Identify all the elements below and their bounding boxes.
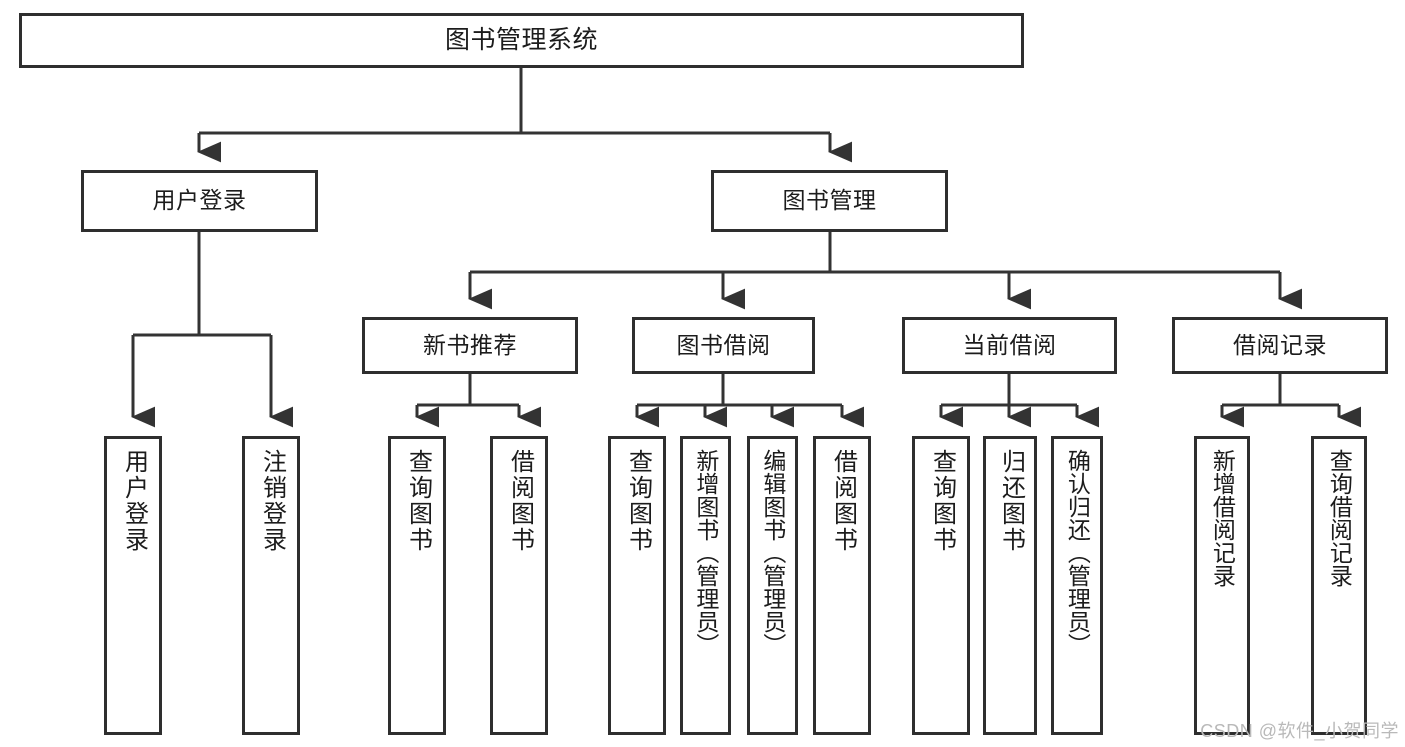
connector-root-to-level2: [197, 68, 853, 163]
node-root-book-management-system[interactable]: 图书管理系统: [19, 13, 1024, 68]
node-leaf-user-login[interactable]: 用户登录: [104, 436, 162, 735]
node-current-borrow[interactable]: 当前借阅: [902, 317, 1117, 374]
node-leaf-edit-book-admin[interactable]: 编辑图书（管理员）: [747, 436, 798, 735]
node-borrow-record-label: 借阅记录: [1233, 331, 1327, 358]
node-leaf-query-borrow-record-label: 查询借阅记录: [1326, 449, 1353, 587]
node-leaf-add-book-admin[interactable]: 新增图书（管理员）: [680, 436, 731, 735]
node-new-book-recommend-label: 新书推荐: [423, 331, 517, 358]
connector-borrowrecord-to-leaves: [1220, 374, 1362, 428]
node-leaf-query-book-borrow-label: 查询图书: [624, 449, 652, 553]
node-book-management-label: 图书管理: [782, 187, 877, 214]
node-root-label: 图书管理系统: [444, 25, 598, 54]
watermark-text: CSDN @软件_小贺同学: [1200, 721, 1399, 741]
node-leaf-return-book-label: 归还图书: [997, 449, 1025, 553]
node-leaf-borrow-book-recommend[interactable]: 借阅图书: [490, 436, 548, 735]
node-leaf-borrow-book-label: 借阅图书: [829, 449, 857, 553]
node-leaf-query-book-recommend-label: 查询图书: [404, 449, 432, 553]
node-leaf-add-borrow-record[interactable]: 新增借阅记录: [1194, 436, 1250, 735]
node-leaf-return-book[interactable]: 归还图书: [983, 436, 1037, 735]
connector-newbook-to-leaves: [415, 374, 542, 428]
node-leaf-query-borrow-record[interactable]: 查询借阅记录: [1311, 436, 1367, 735]
connector-bookborrow-to-leaves: [635, 374, 865, 428]
connector-userlogin-to-leaves: [131, 232, 294, 428]
node-leaf-query-book-borrow[interactable]: 查询图书: [608, 436, 666, 735]
node-new-book-recommend[interactable]: 新书推荐: [362, 317, 578, 374]
node-leaf-logout[interactable]: 注销登录: [242, 436, 300, 735]
node-current-borrow-label: 当前借阅: [962, 331, 1057, 358]
node-leaf-edit-book-admin-label: 编辑图书（管理员）: [759, 449, 786, 656]
node-leaf-add-borrow-record-label: 新增借阅记录: [1209, 449, 1236, 587]
node-book-borrow[interactable]: 图书借阅: [632, 317, 815, 374]
node-leaf-add-book-admin-label: 新增图书（管理员）: [692, 449, 719, 656]
node-leaf-query-book-current-label: 查询图书: [928, 449, 956, 553]
node-book-borrow-label: 图书借阅: [676, 331, 771, 358]
node-leaf-confirm-return-admin-label: 确认归还（管理员）: [1064, 449, 1091, 656]
node-leaf-query-book-recommend[interactable]: 查询图书: [388, 436, 446, 735]
node-borrow-record[interactable]: 借阅记录: [1172, 317, 1388, 374]
node-leaf-confirm-return-admin[interactable]: 确认归还（管理员）: [1051, 436, 1103, 735]
node-user-login[interactable]: 用户登录: [81, 170, 318, 232]
node-user-login-label: 用户登录: [152, 187, 247, 214]
node-leaf-query-book-current[interactable]: 查询图书: [912, 436, 970, 735]
connector-currentborrow-to-leaves: [939, 374, 1100, 428]
connector-bookmanage-to-level3: [468, 232, 1303, 310]
node-leaf-user-login-label: 用户登录: [120, 449, 148, 553]
node-leaf-logout-label: 注销登录: [258, 449, 286, 553]
node-book-management[interactable]: 图书管理: [711, 170, 948, 232]
node-leaf-borrow-book[interactable]: 借阅图书: [813, 436, 871, 735]
node-leaf-borrow-book-recommend-label: 借阅图书: [506, 449, 534, 553]
